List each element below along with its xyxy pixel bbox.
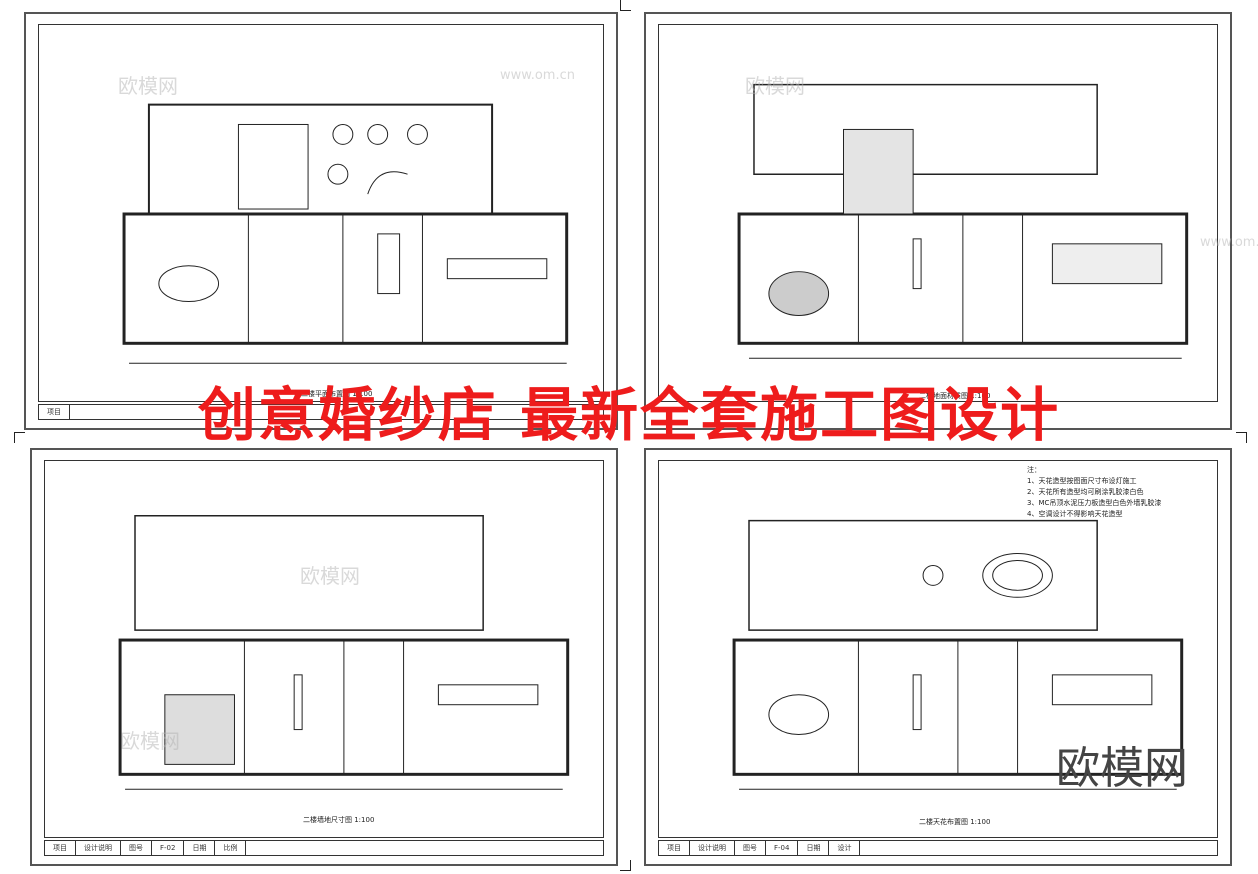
note-item: 3、MC吊顶水泥压力板造型白色外墙乳胶漆: [1027, 499, 1162, 507]
note-item: 4、空调设计不得影响天花造型: [1027, 510, 1123, 518]
ceiling-plan-drawing: [732, 519, 1184, 790]
sheet-caption: 二楼墙地尺寸图 1:100: [303, 816, 375, 824]
title-block-scale: 设计: [829, 841, 861, 855]
title-block-date: 日期: [798, 841, 830, 855]
title-block-drawing-label: 图号: [735, 841, 766, 855]
sheet-caption: 二楼天花布置图 1:100: [919, 818, 991, 826]
crop-mark: [620, 860, 631, 871]
title-block-drawing-label: 图号: [121, 841, 152, 855]
title-block-project: 项目: [659, 841, 690, 855]
watermark: 欧模网: [300, 564, 360, 588]
crop-mark: [620, 0, 631, 11]
watermark: 欧模网: [745, 74, 805, 98]
floor-plan-drawing: [122, 103, 569, 364]
title-block-drawing-no: F-04: [766, 841, 799, 855]
note-item: 1、天花造型按图面尺寸布设灯施工: [1027, 477, 1137, 485]
drawing-frame: 二楼墙地尺寸图 1:100: [44, 460, 604, 838]
watermark: 欧模网: [120, 729, 180, 753]
notes-label: 注：: [1027, 466, 1041, 474]
sheet-dimension-plan: 二楼墙地尺寸图 1:100 项目 设计说明 图号 F-02 日期 比例: [30, 448, 618, 866]
title-block-scale: 比例: [215, 841, 247, 855]
watermark-url: www.om.cn: [1200, 235, 1258, 250]
site-logo: 欧模网: [1056, 743, 1188, 794]
title-block: 项目 设计说明 图号 F-04 日期 设计: [658, 840, 1218, 856]
headline: 创意婚纱店 最新全套施工图设计: [197, 381, 1061, 449]
title-block-design: 设计说明: [76, 841, 121, 855]
drawing-frame: 二楼平面布置图 1:100: [38, 24, 604, 402]
title-block-design: 设计说明: [690, 841, 735, 855]
title-block-drawing-no: F-02: [152, 841, 185, 855]
note-item: 2、天花所有造型均可刷涂乳胶漆白色: [1027, 488, 1144, 496]
crop-mark: [1236, 432, 1247, 443]
ceiling-notes: 注： 1、天花造型按图面尺寸布设灯施工 2、天花所有造型均可刷涂乳胶漆白色 3、…: [1027, 465, 1161, 520]
title-block-project: 项目: [39, 405, 70, 419]
sheet-caption: 二楼平面布置图 1:100: [301, 390, 373, 398]
title-block: 项目 设计说明 图号 F-02 日期 比例: [44, 840, 604, 856]
watermark-url: www.om.cn: [500, 68, 575, 83]
crop-mark: [14, 432, 25, 443]
title-block-date: 日期: [184, 841, 216, 855]
sheet-floor-plan: 二楼平面布置图 1:100 项目: [24, 12, 618, 430]
sheet-caption: 二楼地面材质图 1:100: [919, 392, 991, 400]
watermark: 欧模网: [118, 74, 178, 98]
title-block-project: 项目: [45, 841, 76, 855]
floor-material-drawing: [737, 83, 1189, 359]
sheet-floor-material: 二楼地面材质图 1:100: [644, 12, 1232, 430]
drawing-frame: 二楼地面材质图 1:100: [658, 24, 1218, 402]
dimension-plan-drawing: [118, 514, 570, 790]
sheet-ceiling-plan: 注： 1、天花造型按图面尺寸布设灯施工 2、天花所有造型均可刷涂乳胶漆白色 3、…: [644, 448, 1232, 866]
drawing-frame: 注： 1、天花造型按图面尺寸布设灯施工 2、天花所有造型均可刷涂乳胶漆白色 3、…: [658, 460, 1218, 838]
title-block: 项目: [38, 404, 604, 420]
